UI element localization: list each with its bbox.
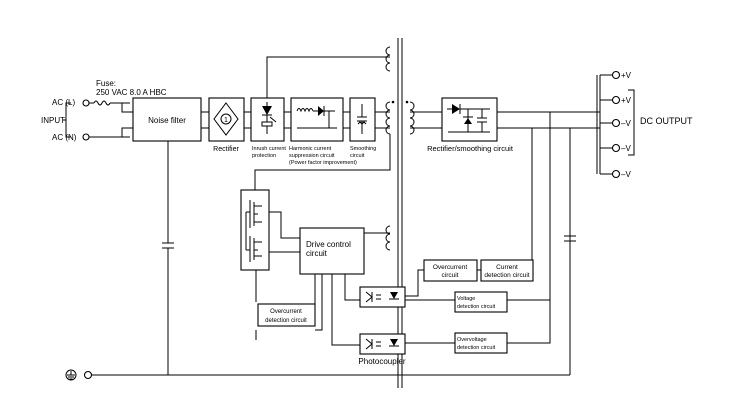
drive-control-block: Drive control circuit (299, 227, 365, 275)
input-label: INPUT (41, 116, 65, 125)
terminal-label-1: +V (621, 71, 632, 80)
rectifier-block: 1 Rectifier (208, 97, 245, 153)
photocoupler-lower: Photocoupler (358, 333, 406, 366)
overvoltage-detection-block: Overvoltage detection circuit (454, 332, 508, 354)
overcurrent-detection-left: Overcurrent detection circuit (257, 303, 316, 327)
overvoltage-label-2: detection circuit (457, 345, 496, 351)
bridge-symbol: 1 (224, 117, 228, 124)
photocoupler-icon (365, 291, 373, 303)
oc-left-label-2: detection circuit (265, 318, 307, 324)
noise-filter-block: Noise filter (132, 97, 202, 142)
ac-l-label: AC (L) (52, 98, 75, 107)
fuse-icon (93, 100, 111, 106)
drive-label-2: circuit (306, 249, 328, 258)
terminal-1 (611, 70, 621, 80)
fuse-rating: 250 VAC 8.0 A HBC (96, 88, 167, 97)
smoothing-label-1: Smoothing (350, 146, 376, 152)
overvoltage-label-1: Overvoltage (457, 337, 487, 343)
noise-filter-label: Noise filter (148, 116, 186, 125)
terminal-2 (611, 95, 621, 105)
voltage-detection-block: Voltage detection circuit (454, 291, 508, 313)
harmonic-label-3: (Power factor improvement) (289, 160, 357, 166)
harmonic-suppression-block: Harmonic current suppression circuit (Po… (289, 97, 357, 166)
inrush-label-2: protection (252, 153, 276, 159)
current-det-label-2: detection circuit (484, 272, 529, 279)
current-detection-block: Current detection circuit (480, 259, 534, 282)
switching-transistor-block (240, 189, 270, 271)
input-section: INPUT AC (L) AC (N) Fuse: 250 VAC 8.0 A … (41, 79, 167, 142)
smoothing-block: Smoothing circuit (349, 97, 376, 159)
ground-terminal (83, 370, 93, 380)
photocoupler-upper (359, 286, 406, 308)
overcurrent-circuit-right: Overcurrent circuit (423, 259, 478, 282)
diode-icon (318, 106, 324, 116)
ac-n-terminal (82, 133, 90, 141)
inrush-protection-block: Inrush current protection (250, 97, 286, 159)
ac-n-label: AC (N) (52, 133, 77, 142)
ground-icon (65, 369, 77, 381)
oc-left-label-1: Overcurrent (270, 309, 302, 315)
harmonic-label-1: Harmonic current (289, 146, 332, 152)
fuse-title: Fuse: (96, 79, 116, 88)
voltage-det-label-1: Voltage (457, 296, 475, 302)
rectifier-label: Rectifier (213, 146, 239, 153)
dc-output-label: DC OUTPUT (640, 116, 693, 126)
current-det-label-1: Current (496, 264, 518, 271)
terminal-3 (611, 118, 621, 128)
oc-right-label-1: Overcurrent (433, 264, 468, 271)
harmonic-label-2: suppression circuit (289, 153, 335, 159)
output-terminals: +V +V –V –V –V DC OUTPUT (611, 70, 693, 179)
voltage-det-label-2: detection circuit (457, 304, 496, 310)
photocoupler-label: Photocoupler (358, 357, 405, 366)
thyristor-icon (262, 106, 272, 115)
inrush-label-1: Inrush current (252, 146, 286, 152)
drive-label-1: Drive control (306, 240, 351, 249)
terminal-4 (611, 143, 621, 153)
terminal-label-2: +V (621, 96, 632, 105)
terminal-label-5: –V (621, 170, 631, 179)
smoothing-label-2: circuit (350, 153, 365, 159)
ac-l-terminal (82, 99, 90, 107)
transistor-icon (249, 200, 262, 228)
rectifier-smoothing-block: Rectifier/smoothing circuit (427, 97, 514, 153)
capacitor-icon (357, 104, 367, 134)
terminal-5 (611, 169, 621, 179)
inductor-icon (296, 108, 314, 113)
bridge-rectifier-icon (213, 102, 239, 136)
terminal-label-3: –V (621, 119, 631, 128)
rect-smooth-label: Rectifier/smoothing circuit (427, 144, 514, 153)
oc-right-label-2: circuit (442, 272, 459, 279)
output-diode-icon (452, 104, 460, 114)
terminal-label-4: –V (621, 144, 631, 153)
